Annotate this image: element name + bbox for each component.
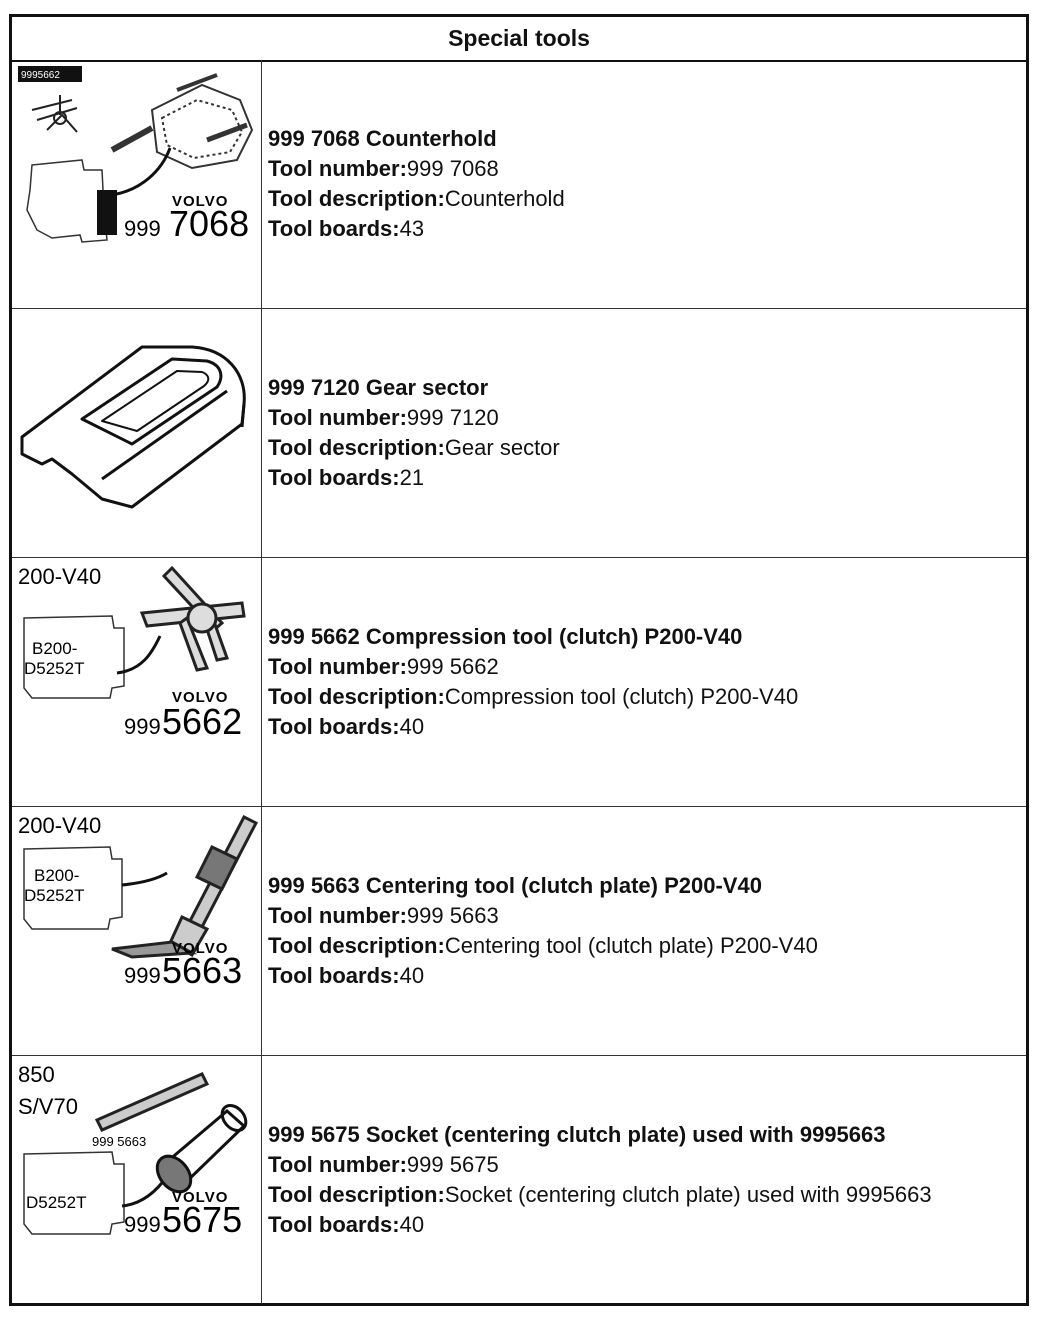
tool-number: 999 7068	[406, 156, 499, 181]
tool-code-small: 999	[124, 963, 161, 988]
tool-heading: 999 7120 Gear sector	[268, 375, 489, 400]
description-label: Tool description:	[268, 435, 445, 460]
engine-label-2: D5252T	[24, 886, 84, 905]
brand-label: VOLVO	[172, 940, 228, 957]
tool-details: 999 7068 Counterhold Tool number:999 706…	[268, 60, 1022, 308]
tool-number: 999 7120	[406, 405, 499, 430]
tool-description: Gear sector	[444, 435, 560, 460]
gear-sector-illustration	[20, 345, 246, 509]
tool-heading: 999 7068 Counterhold	[268, 126, 497, 151]
tool-description: Centering tool (clutch plate) P200-V40	[444, 933, 818, 958]
socket-illustration: 850 S/V70 999 5663 D5252T VOLVO 999 5675	[18, 1062, 248, 1240]
tool-image: 850 S/V70 999 5663 D5252T VOLVO 999 5675	[12, 1056, 262, 1304]
engine-label-1: B200-	[32, 639, 77, 658]
tool-code-big: 5663	[162, 950, 242, 991]
tool-code-small: 999	[124, 1212, 161, 1237]
table-title: Special tools	[448, 25, 590, 51]
description-label: Tool description:	[268, 186, 445, 211]
tool-number: 999 5662	[406, 654, 499, 679]
tool-heading: 999 5675 Socket (centering clutch plate)…	[268, 1122, 886, 1147]
tool-image	[12, 309, 262, 557]
description-label: Tool description:	[268, 933, 445, 958]
tool-description: Compression tool (clutch) P200-V40	[444, 684, 799, 709]
engine-label-1: B200-	[34, 866, 79, 885]
tool-row: 9995662 VOLVO	[12, 60, 1026, 309]
boards-label: Tool boards:	[268, 216, 400, 241]
boards-label: Tool boards:	[268, 1212, 400, 1237]
tool-code-big: 5662	[162, 701, 242, 742]
boards-label: Tool boards:	[268, 465, 400, 490]
brand-label: VOLVO	[172, 193, 228, 210]
tool-row: 200-V40 B200- D5252T VOLVO 999 5663 999 …	[12, 807, 1026, 1056]
tool-details: 999 5662 Compression tool (clutch) P200-…	[268, 558, 1022, 806]
tool-code-small: 999	[124, 216, 161, 241]
centering-tool-illustration: 200-V40 B200- D5252T VOLVO 999 5663	[18, 813, 259, 991]
tool-boards: 43	[399, 216, 425, 241]
boards-label: Tool boards:	[268, 714, 400, 739]
tool-row: 850 S/V70 999 5663 D5252T VOLVO 999 5675	[12, 1056, 1026, 1304]
tool-row: 999 7120 Gear sector Tool number:999 712…	[12, 309, 1026, 558]
tool-image: 9995662 VOLVO	[12, 60, 262, 308]
model-label-2: S/V70	[18, 1094, 78, 1119]
tool-row: 200-V40 B200- D5252T VOLVO 999 5662 999 …	[12, 558, 1026, 807]
tool-details: 999 7120 Gear sector Tool number:999 712…	[268, 309, 1022, 557]
brand-label: VOLVO	[172, 689, 228, 706]
model-label-1: 850	[18, 1062, 55, 1087]
tool-tag: 9995662	[21, 70, 60, 81]
tool-details: 999 5663 Centering tool (clutch plate) P…	[268, 807, 1022, 1055]
tool-code-small: 999	[124, 714, 161, 739]
number-label: Tool number:	[268, 903, 407, 928]
engine-label: D5252T	[26, 1193, 86, 1212]
number-label: Tool number:	[268, 654, 407, 679]
tool-boards: 40	[399, 963, 425, 988]
brand-label: VOLVO	[172, 1189, 228, 1206]
tool-image: 200-V40 B200- D5252T VOLVO 999 5663	[12, 807, 262, 1055]
tool-details: 999 5675 Socket (centering clutch plate)…	[268, 1056, 1022, 1304]
tool-image: 200-V40 B200- D5252T VOLVO 999 5662	[12, 558, 262, 806]
tool-boards: 40	[399, 1212, 425, 1237]
table-header: Special tools	[12, 17, 1026, 62]
tool-boards: 21	[399, 465, 425, 490]
sub-tool-label: 999 5663	[92, 1134, 146, 1149]
engine-label-2: D5252T	[24, 659, 84, 678]
tool-code-big: 5675	[162, 1199, 242, 1240]
model-label: 200-V40	[18, 564, 101, 589]
tool-heading: 999 5663 Centering tool (clutch plate) P…	[268, 873, 762, 898]
number-label: Tool number:	[268, 405, 407, 430]
tool-boards: 40	[399, 714, 425, 739]
compression-tool-illustration: 200-V40 B200- D5252T VOLVO 999 5662	[18, 564, 246, 742]
model-label: 200-V40	[18, 813, 101, 838]
description-label: Tool description:	[268, 684, 445, 709]
tool-code-big: 7068	[169, 203, 249, 244]
tool-number: 999 5663	[406, 903, 499, 928]
tool-description: Counterhold	[444, 186, 565, 211]
counterhold-illustration: 9995662 VOLVO	[18, 66, 254, 244]
number-label: Tool number:	[268, 156, 407, 181]
special-tools-table: Special tools 9995662	[9, 14, 1029, 1306]
description-label: Tool description:	[268, 1182, 445, 1207]
tool-number: 999 5675	[406, 1152, 499, 1177]
tool-description: Socket (centering clutch plate) used wit…	[444, 1182, 932, 1207]
number-label: Tool number:	[268, 1152, 407, 1177]
boards-label: Tool boards:	[268, 963, 400, 988]
tool-heading: 999 5662 Compression tool (clutch) P200-…	[268, 624, 743, 649]
